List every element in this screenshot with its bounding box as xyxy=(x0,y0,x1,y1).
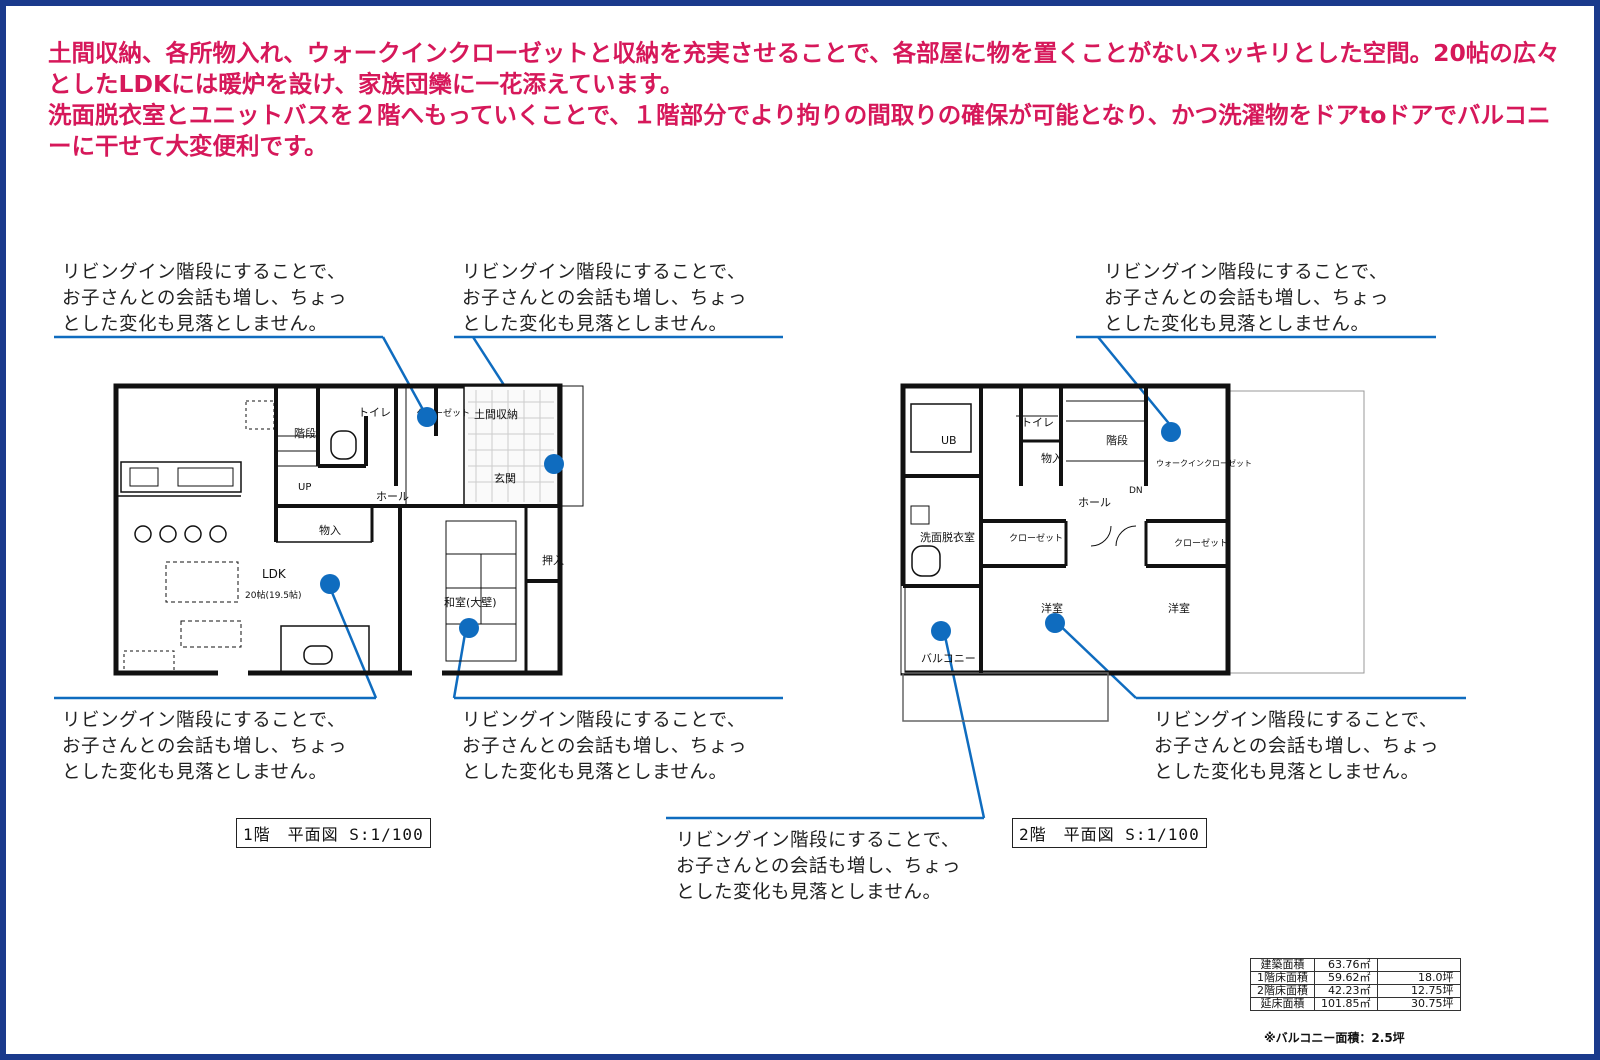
callout-note: リビングイン階段にすることで、お子さんとの会話も増し、ちょっとした変化も見落とし… xyxy=(62,262,347,335)
marker-dot xyxy=(1045,613,1065,633)
room-balcony: バルコニー xyxy=(921,652,976,665)
callout-note: リビングイン階段にすることで、お子さんとの会話も増し、ちょっとした変化も見落とし… xyxy=(676,830,961,903)
callout-note: リビングイン階段にすることで、お子さんとの会話も増し、ちょっとした変化も見落とし… xyxy=(62,710,347,783)
room-wic: ウォークインクローゼット xyxy=(1156,458,1252,468)
marker-dot xyxy=(417,407,437,427)
floor1-labels: 土間収納 階段 トイレ クローゼット UP ホール 玄関 物入 押入 LDK 2… xyxy=(245,406,564,609)
room-stairs-1f: 階段 xyxy=(294,426,316,440)
callout-note: リビングイン階段にすることで、お子さんとの会話も増し、ちょっとした変化も見落とし… xyxy=(1104,262,1389,335)
room-youshitsu-b: 洋室 xyxy=(1168,601,1190,615)
room-dn: DN xyxy=(1129,486,1143,496)
floor-plans: 土間収納 階段 トイレ クローゼット UP ホール 玄関 物入 押入 LDK 2… xyxy=(54,335,1466,820)
room-toilet-1f: トイレ xyxy=(358,406,391,419)
room-entrance: 玄関 xyxy=(494,471,516,485)
room-ldk-size: 20帖(19.5帖) xyxy=(245,589,302,601)
callout-note: リビングイン階段にすることで、お子さんとの会話も増し、ちょっとした変化も見落とし… xyxy=(462,262,747,335)
room-up: UP xyxy=(298,482,311,493)
intro-paragraph-2: 洗面脱衣室とユニットバスを２階へもっていくことで、１階部分でより拘りの間取りの確… xyxy=(48,101,1551,160)
floor2-caption: 2階 平面図 S:1/100 xyxy=(1012,818,1207,848)
balcony-area-note: ※バルコニー面積：2.5坪 xyxy=(1264,1031,1405,1045)
room-stairs-2f: 階段 xyxy=(1106,433,1128,447)
callout-note: リビングイン階段にすることで、お子さんとの会話も増し、ちょっとした変化も見落とし… xyxy=(462,710,747,783)
intro-text: 土間収納、各所物入れ、ウォークインクローゼットと収納を充実させることで、各部屋に… xyxy=(48,38,1568,162)
room-storage-2f: 物入 xyxy=(1041,451,1063,465)
room-ldk: LDK xyxy=(262,567,287,581)
room-hall-1f: ホール xyxy=(376,490,409,503)
room-hall-2f: ホール xyxy=(1078,496,1111,509)
room-youshitsu-a: 洋室 xyxy=(1041,601,1063,615)
room-closet-2f-b: クローゼット xyxy=(1174,537,1228,549)
page-frame: 土間収納、各所物入れ、ウォークインクローゼットと収納を充実させることで、各部屋に… xyxy=(6,6,1594,1054)
marker-dot xyxy=(1161,422,1181,442)
marker-dot xyxy=(544,454,564,474)
room-tatami-storage: 土間収納 xyxy=(474,408,518,421)
marker-dot xyxy=(459,618,479,638)
room-oshiire: 押入 xyxy=(542,553,564,567)
room-closet-2f-a: クローゼット xyxy=(1009,532,1063,544)
callout-note: リビングイン階段にすることで、お子さんとの会話も増し、ちょっとした変化も見落とし… xyxy=(1154,710,1439,783)
marker-dot xyxy=(931,621,951,641)
room-toilet-2f: トイレ xyxy=(1021,416,1054,429)
floor2-labels: UB トイレ 物入 階段 ウォークインクローゼット ホール DN 洗面脱衣室 ク… xyxy=(920,416,1252,665)
marker-dot xyxy=(320,574,340,594)
floor1-caption: 1階 平面図 S:1/100 xyxy=(236,818,431,848)
room-ub: UB xyxy=(941,434,957,447)
floor1-plan xyxy=(113,383,584,676)
room-washitsu: 和室(大壁) xyxy=(444,595,497,609)
markers xyxy=(320,407,1181,641)
intro-paragraph-1: 土間収納、各所物入れ、ウォークインクローゼットと収納を充実させることで、各部屋に… xyxy=(48,39,1560,98)
room-washroom: 洗面脱衣室 xyxy=(920,530,975,544)
leader-lines xyxy=(54,335,1466,820)
room-storage-1f: 物入 xyxy=(319,523,341,537)
floor2-plan xyxy=(900,383,1365,722)
